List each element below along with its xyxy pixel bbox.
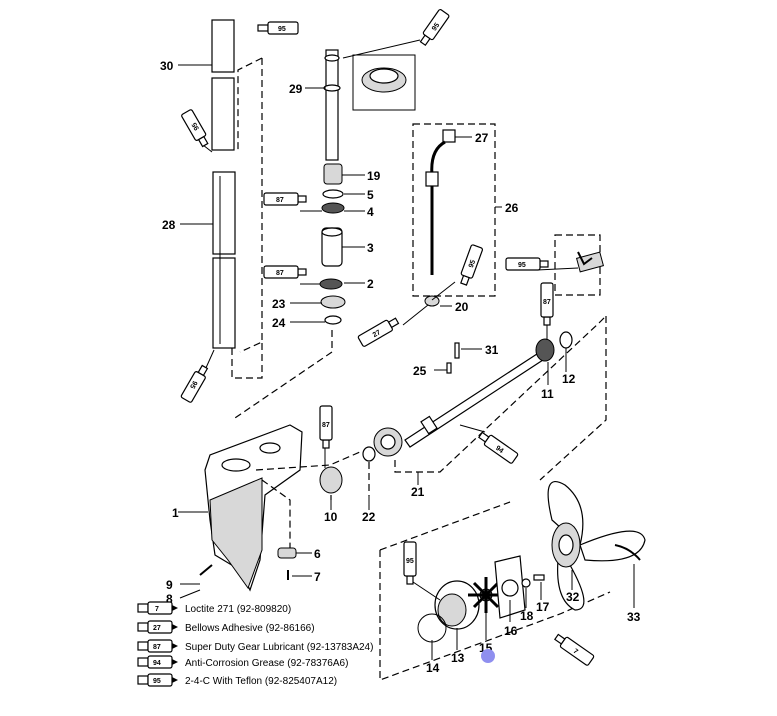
callout-29: 29 <box>289 82 303 96</box>
callout-9: 9 <box>166 578 173 592</box>
tube-label: 87 <box>276 270 284 277</box>
callout-6: 6 <box>314 547 321 561</box>
callout-32: 32 <box>566 590 580 604</box>
callout-25: 25 <box>413 364 427 378</box>
tube-label: 7 <box>572 648 579 656</box>
legend-code: 95 <box>153 678 161 685</box>
tube-label: 87 <box>276 197 284 204</box>
legend-row-7: 7 Loctite 271 (92-809820) <box>137 601 291 615</box>
tube-95-pump: 95 <box>403 541 417 585</box>
legend-text: Bellows Adhesive (92-86166) <box>185 623 315 634</box>
callout-18: 18 <box>520 609 534 623</box>
callout-21: 21 <box>411 485 425 499</box>
legend-code: 7 <box>155 606 159 613</box>
propshaft-assembly <box>373 331 573 457</box>
tube-87-c: 87 <box>540 282 554 326</box>
tube-95-left: 95 <box>181 109 209 148</box>
water-pump-base <box>417 580 480 643</box>
bushing-inset <box>352 54 416 111</box>
propeller <box>547 480 646 611</box>
callout-11: 11 <box>541 387 554 401</box>
tube-87-d: 87 <box>319 405 333 449</box>
legend-code: 94 <box>153 660 161 667</box>
callout-14: 14 <box>426 661 440 675</box>
legend-code: 27 <box>153 625 161 632</box>
shift-cam <box>575 251 605 273</box>
tube-95-bottom-left: 95 <box>180 364 209 403</box>
callout-2: 2 <box>367 277 374 291</box>
tube-label: 95 <box>188 379 198 389</box>
shift-rod <box>424 129 456 307</box>
callout-4: 4 <box>367 205 374 219</box>
callout-16: 16 <box>504 624 518 638</box>
tube-95-shift: 95 <box>460 244 483 286</box>
impeller <box>468 577 504 613</box>
callout-31: 31 <box>485 343 499 357</box>
tube-95-top: 95 <box>257 21 299 35</box>
tube-label: 95 <box>468 259 477 269</box>
tube-label: 27 <box>372 329 382 339</box>
tube-7: 7 <box>554 633 595 666</box>
callout-1: 1 <box>172 506 179 520</box>
driveshaft-stack <box>319 49 346 325</box>
tube-label: 87 <box>543 299 551 306</box>
callout-23: 23 <box>272 297 286 311</box>
callout-17: 17 <box>536 600 550 614</box>
callout-26: 26 <box>505 201 519 215</box>
tube-label: 95 <box>191 121 201 131</box>
legend-text: 2-4-C With Teflon (92-825407A12) <box>185 676 337 687</box>
legend-row-27: 27 Bellows Adhesive (92-86166) <box>137 620 315 634</box>
callouts: 30 28 29 19 5 4 3 2 23 24 27 26 20 31 25… <box>160 59 641 675</box>
callout-30: 30 <box>160 59 174 73</box>
callout-7: 7 <box>314 570 321 584</box>
callout-33: 33 <box>627 610 641 624</box>
legend-text: Anti-Corrosion Grease (92-78376A6) <box>185 658 348 669</box>
tube-assembly <box>211 19 236 349</box>
callout-3: 3 <box>367 241 374 255</box>
callout-8: 8 <box>166 592 173 606</box>
tube-label: 95 <box>278 26 286 33</box>
tube-27: 27 <box>357 317 400 347</box>
pump-cover <box>494 555 526 619</box>
legend-text: Loctite 271 (92-809820) <box>185 604 291 615</box>
tube-87-a: 87 <box>263 192 307 206</box>
callout-24: 24 <box>272 316 286 330</box>
leader-lines <box>178 64 635 660</box>
callout-28: 28 <box>162 218 176 232</box>
callout-5: 5 <box>367 188 374 202</box>
callout-10: 10 <box>324 510 338 524</box>
tube-94: 94 <box>478 431 519 464</box>
legend-text: Super Duty Gear Lubricant (92-13783A24) <box>185 642 373 653</box>
tube-95-cam: 95 <box>505 257 549 271</box>
callout-13: 13 <box>451 651 465 665</box>
tube-87-b: 87 <box>263 265 307 279</box>
legend-row-87: 87 Super Duty Gear Lubricant (92-13783A2… <box>137 639 373 653</box>
tube-label: 95 <box>431 22 441 32</box>
legend-row-95: 95 2-4-C With Teflon (92-825407A12) <box>137 673 337 687</box>
tube-label: 95 <box>406 558 414 565</box>
legend-row-94: 94 Anti-Corrosion Grease (92-78376A6) <box>137 655 348 669</box>
gear-housing <box>204 424 303 592</box>
tube-label: 87 <box>322 422 330 429</box>
legend: 7 Loctite 271 (92-809820) 27 Bellows Adh… <box>137 601 373 687</box>
callout-12: 12 <box>562 372 576 386</box>
callout-27: 27 <box>475 131 489 145</box>
tube-95-upper-right: 95 <box>419 9 450 46</box>
legend-code: 87 <box>153 644 161 651</box>
callout-22: 22 <box>362 510 376 524</box>
tube-label: 94 <box>494 445 504 455</box>
callout-20: 20 <box>455 300 469 314</box>
callout-19: 19 <box>367 169 381 183</box>
selection-marker <box>481 649 495 663</box>
tube-label: 95 <box>518 262 526 269</box>
